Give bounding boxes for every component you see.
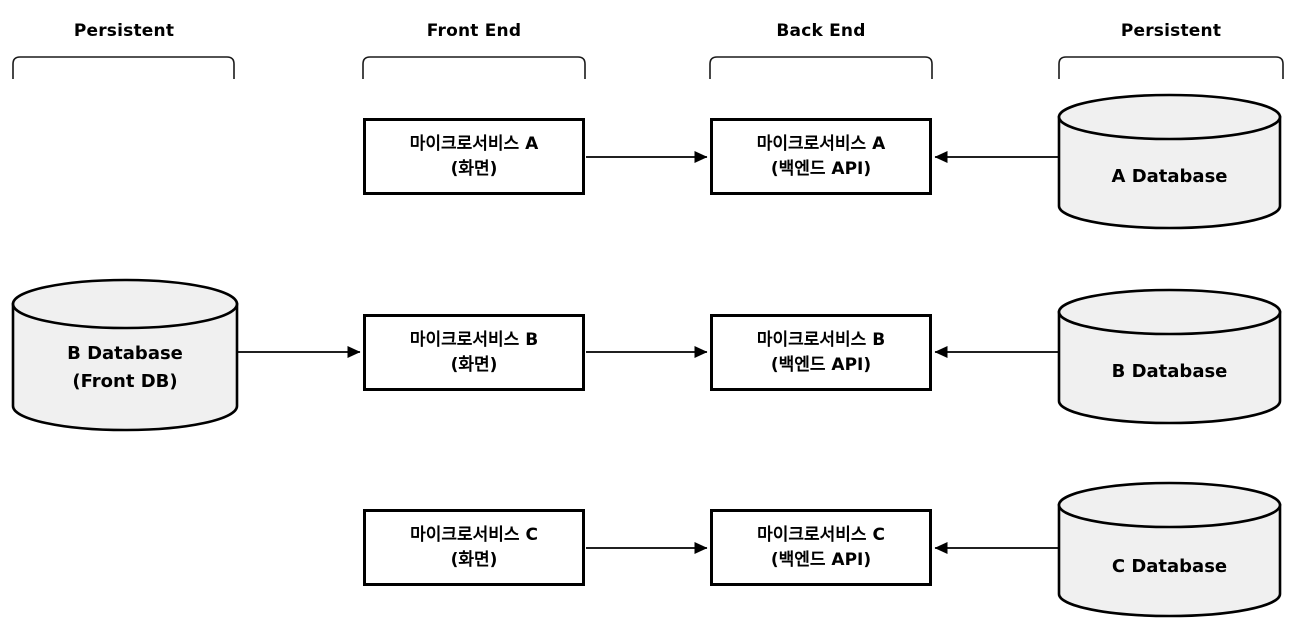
column-header-front-end: Front End [426, 21, 522, 41]
column-bracket-persistent-right [1058, 56, 1284, 79]
microservice-b-front-subtitle: (화면) [450, 354, 498, 375]
microservice-c-front-box: 마이크로서비스 C (화면) [363, 509, 585, 586]
db-a-label: A Database [1111, 166, 1228, 187]
front-db-b-cylinder [11, 278, 239, 432]
microservice-c-back-title: 마이크로서비스 C [757, 524, 885, 545]
db-c-cylinder [1057, 481, 1282, 618]
microservice-c-front-subtitle: (화면) [450, 549, 498, 570]
column-header-persistent-left: Persistent [73, 21, 175, 41]
column-header-persistent-right: Persistent [1120, 21, 1222, 41]
column-header-back-end: Back End [776, 21, 866, 41]
column-bracket-front-end [362, 56, 586, 79]
front-db-b-label-subtitle: (Front DB) [72, 371, 178, 392]
column-bracket-persistent-left [12, 56, 235, 79]
microservice-a-back-box: 마이크로서비스 A (백엔드 API) [710, 118, 932, 195]
microservice-a-front-title: 마이크로서비스 A [409, 133, 539, 154]
front-db-b-label: B Database (Front DB) [13, 340, 237, 396]
microservice-b-front-box: 마이크로서비스 B (화면) [363, 314, 585, 391]
microservice-a-back-subtitle: (백엔드 API) [770, 158, 872, 179]
microservice-c-back-subtitle: (백엔드 API) [770, 549, 872, 570]
microservice-b-back-title: 마이크로서비스 B [756, 329, 886, 350]
microservice-a-front-box: 마이크로서비스 A (화면) [363, 118, 585, 195]
db-b-cylinder [1057, 288, 1282, 425]
db-b-label: B Database [1111, 361, 1228, 382]
microservice-b-back-box: 마이크로서비스 B (백엔드 API) [710, 314, 932, 391]
microservice-b-back-subtitle: (백엔드 API) [770, 354, 872, 375]
db-a-cylinder [1057, 93, 1282, 230]
microservice-c-front-title: 마이크로서비스 C [410, 524, 538, 545]
microservice-c-back-box: 마이크로서비스 C (백엔드 API) [710, 509, 932, 586]
db-c-label: C Database [1111, 556, 1228, 577]
microservice-a-front-subtitle: (화면) [450, 158, 498, 179]
front-db-b-label-title: B Database [67, 343, 183, 364]
microservice-b-front-title: 마이크로서비스 B [409, 329, 539, 350]
column-bracket-back-end [709, 56, 933, 79]
microservice-a-back-title: 마이크로서비스 A [756, 133, 886, 154]
